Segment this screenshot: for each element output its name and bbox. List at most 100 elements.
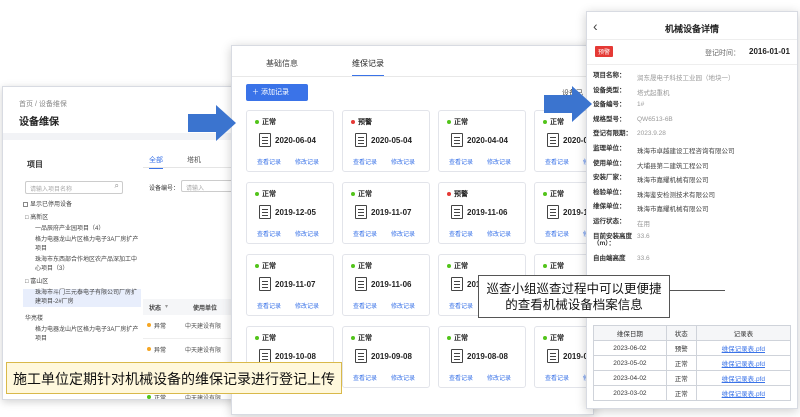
table-row[interactable]: 异常中天建设有限 [143, 315, 249, 339]
record-file-link[interactable]: 维保记录表.pfd [695, 355, 792, 371]
status-dot [543, 120, 547, 125]
card-status-text: 正常 [262, 191, 276, 198]
project-search-input[interactable]: 请输入项目名称 ⌕ [25, 181, 123, 194]
edit-record-link[interactable]: 修改记录 [295, 160, 320, 166]
breadcrumb[interactable]: 首页 / 设备维保 [19, 101, 67, 108]
view-record-link[interactable]: 查看记录 [353, 376, 378, 382]
record-status: 预警 [665, 340, 697, 356]
edit-record-link[interactable]: 修改记录 [391, 160, 416, 166]
table-row[interactable]: 正常中天建设有限 [143, 387, 249, 400]
type-tabs: 全部 塔机 [149, 155, 223, 169]
edit-record-link[interactable]: 修改记录 [391, 232, 416, 238]
edit-record-link[interactable]: 修改记录 [391, 304, 416, 310]
status-dot [255, 264, 259, 269]
edit-record-link[interactable]: 修改记录 [487, 376, 512, 382]
tree-project-selected[interactable]: 珠海市斗门三元泰电子有限公司厂房扩建项目-2#厂房 [23, 289, 141, 307]
view-record-link[interactable]: 查看记录 [545, 232, 570, 238]
record-file-link[interactable]: 维保记录表.pfd [695, 370, 792, 386]
document-icon [451, 133, 463, 147]
record-card[interactable]: 预警 2019-11-06 查看记录 修改记录 [438, 182, 526, 244]
view-record-link[interactable]: 查看记录 [545, 376, 570, 382]
right-caption: 巡查小组巡查过程中可以更便捷 的查看机械设备档案信息 [478, 275, 670, 318]
tree-district[interactable]: 华亮楼 [25, 316, 44, 322]
detail-fields: 项目名称：润东晟电子科技工业园（地块一）设备类型：塔式起重机设备编号：1#规格型… [593, 70, 793, 267]
record-file-link[interactable]: 维保记录表.pfd [695, 340, 792, 356]
detail-field: 维保单位：珠海市嘉耀机械有限公司 [593, 201, 793, 216]
tab-tower-crane[interactable]: 塔机 [186, 157, 201, 164]
record-status: 正常 [665, 370, 697, 386]
card-date: 2019-09-08 [371, 352, 412, 361]
view-record-link[interactable]: 查看记录 [257, 160, 282, 166]
device-no-input[interactable]: 请输入 [181, 180, 237, 192]
view-record-link[interactable]: 查看记录 [449, 160, 474, 166]
tree-district[interactable]: □ 高新区 [25, 215, 49, 221]
tree-project[interactable]: 珠海市东西部合作地区农产品深加工中心项目（3） [35, 257, 138, 272]
checkbox-icon[interactable] [23, 201, 28, 207]
view-record-link[interactable]: 查看记录 [257, 304, 282, 310]
view-record-link[interactable]: 查看记录 [353, 232, 378, 238]
tree-project[interactable]: 格力电器龙山片区格力电子3A厂房扩产项目 [35, 237, 139, 252]
tree-district[interactable]: □ 富山区 [25, 279, 49, 285]
sort-icon[interactable]: ▾ [165, 304, 169, 310]
card-status: 正常 [255, 189, 276, 199]
status-dot [147, 323, 151, 327]
row-status: 正常 [154, 396, 167, 400]
tab-all[interactable]: 全部 [149, 155, 163, 169]
search-icon[interactable]: ⌕ [114, 181, 119, 190]
card-status-text: 正常 [550, 191, 564, 198]
card-date: 2019-10-07 [563, 208, 593, 217]
back-arrow-icon[interactable]: ‹ [593, 18, 598, 34]
add-record-button[interactable]: ＋ 添加记录 [246, 84, 308, 101]
tab-maintenance-records[interactable]: 维保记录 [352, 58, 384, 77]
view-record-link[interactable]: 查看记录 [449, 304, 474, 310]
record-date: 2023-04-02 [593, 370, 667, 386]
detail-field: 登记有限期：2023.9.28 [593, 128, 793, 143]
show-stopped-checkbox[interactable]: 显示已停用设备 [23, 201, 141, 210]
field-label: 监理单位： [593, 144, 626, 152]
edit-record-link[interactable]: 修改记录 [487, 232, 512, 238]
tree-project[interactable]: 一品辰府产业园项目（4） [35, 226, 105, 232]
detail-field: 安装厂家：珠海市嘉耀机械有限公司 [593, 172, 793, 187]
card-status-text: 正常 [358, 263, 372, 270]
card-status: 预警 [447, 189, 468, 199]
tab-basic-info[interactable]: 基础信息 [266, 59, 298, 68]
col-status: 状态 [665, 325, 697, 341]
card-status-text: 正常 [358, 191, 372, 198]
view-record-link[interactable]: 查看记录 [449, 376, 474, 382]
header-divider [587, 64, 797, 65]
status-dot [351, 264, 355, 269]
view-record-link[interactable]: 查看记录 [257, 232, 282, 238]
tab-underline [143, 167, 249, 168]
detail-field: 目前安装高度（m）：33.6 [593, 231, 793, 253]
edit-record-link[interactable]: 修改记录 [391, 376, 416, 382]
page-title: 设备维保 [19, 117, 59, 128]
record-date: 2023-05-02 [593, 355, 667, 371]
record-file-link[interactable]: 维保记录表.pfd [695, 385, 792, 401]
edit-record-link[interactable]: 修改记录 [295, 232, 320, 238]
document-icon [547, 205, 559, 219]
view-record-link[interactable]: 查看记录 [353, 160, 378, 166]
view-record-link[interactable]: 查看记录 [545, 160, 570, 166]
col-status[interactable]: 状态 [149, 306, 162, 312]
edit-record-link[interactable]: 修改记录 [295, 304, 320, 310]
card-date: 2019-11-06 [467, 208, 508, 217]
field-label: 运行状态： [593, 217, 626, 225]
view-record-link[interactable]: 查看记录 [353, 304, 378, 310]
view-record-link[interactable]: 查看记录 [449, 232, 474, 238]
edit-record-link[interactable]: 修改记录 [487, 160, 512, 166]
document-icon [355, 277, 367, 291]
tree-project[interactable]: 格力电器龙山片区格力电子3A厂房扩产项目 [35, 327, 139, 342]
